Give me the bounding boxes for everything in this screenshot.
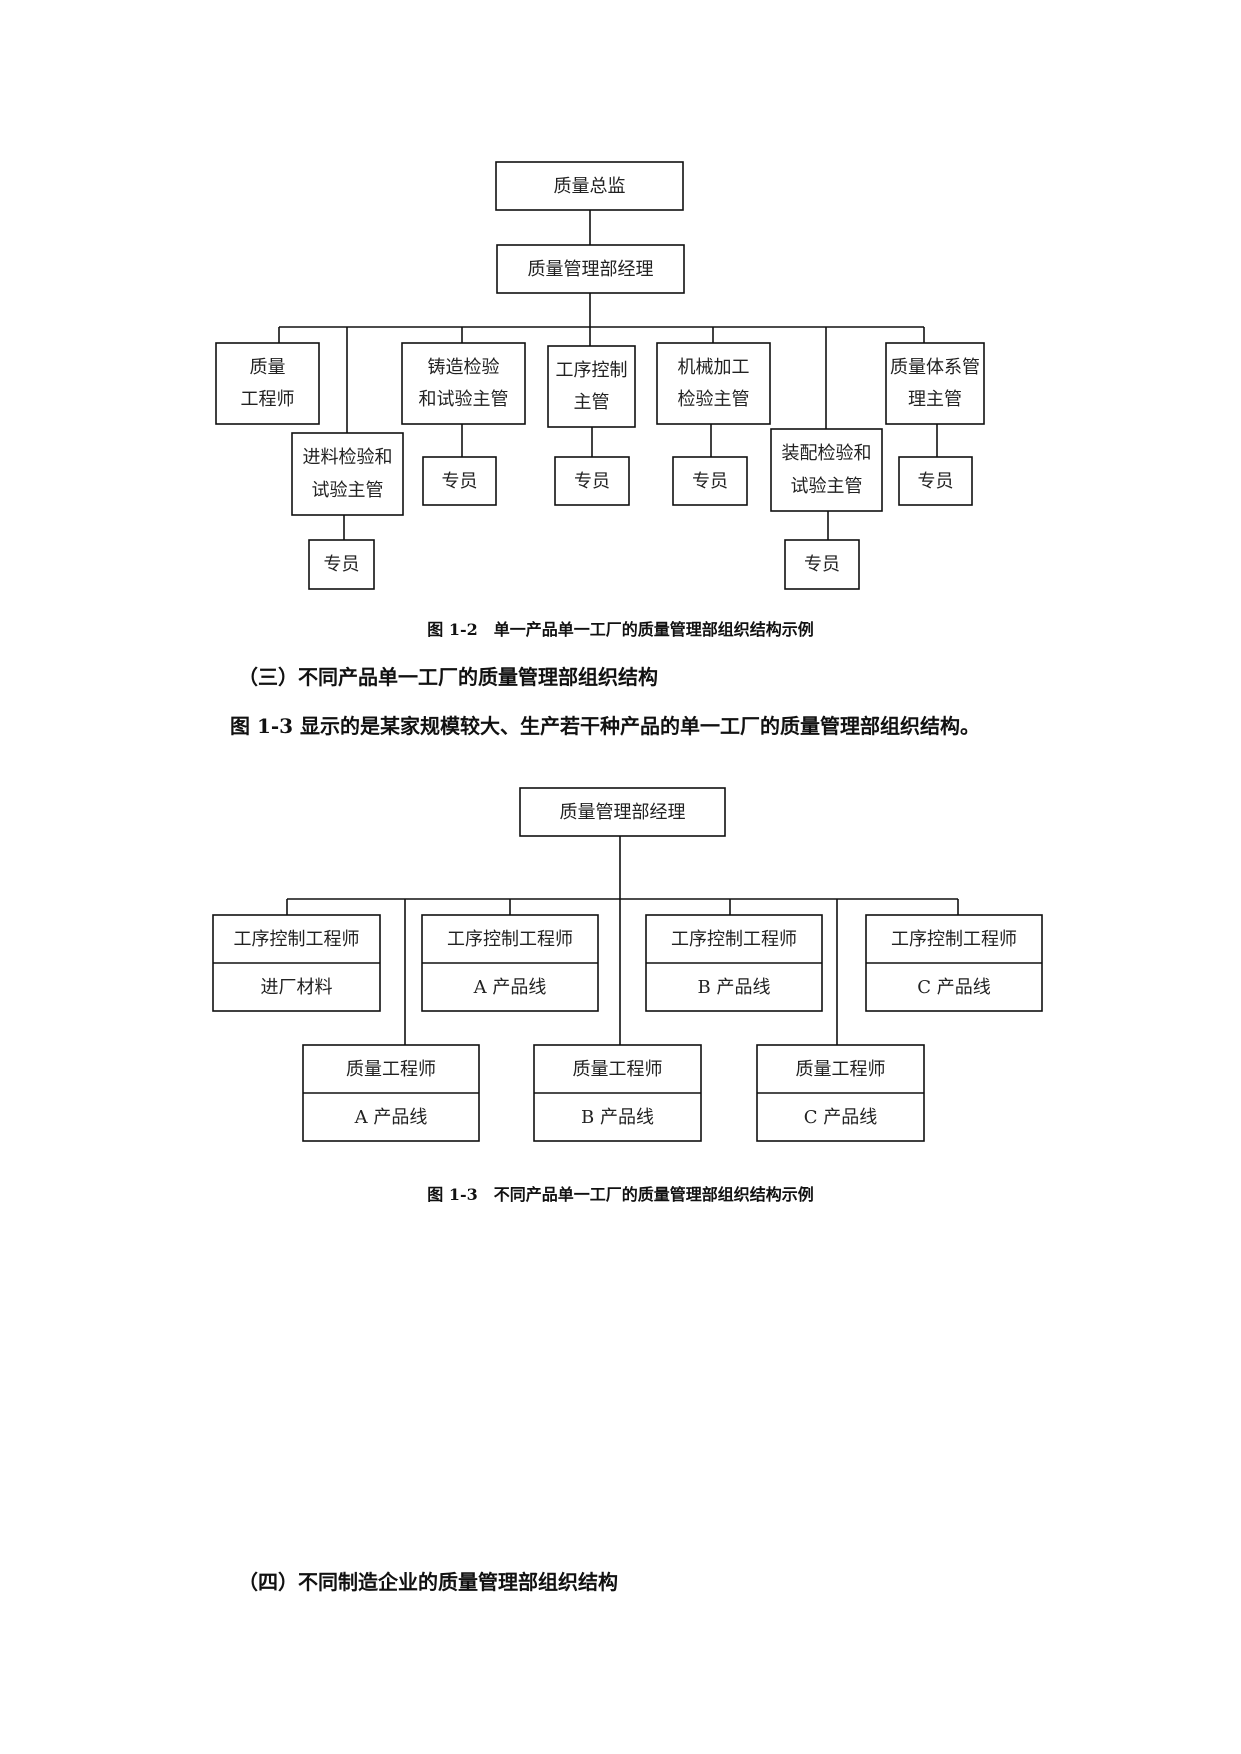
machining-inspection-supervisor-box: 机械加工 检验主管 bbox=[656, 342, 771, 425]
svg-text:机械加工: 机械加工 bbox=[678, 357, 750, 378]
svg-text:工序控制工程师: 工序控制工程师 bbox=[234, 929, 360, 950]
svg-text:进厂材料: 进厂材料 bbox=[261, 977, 333, 998]
manager-box: 质量管理部经理 bbox=[496, 244, 685, 294]
fig12-connectors bbox=[278, 210, 938, 540]
figure-caption: 图 1-2 单一产品单一工厂的质量管理部组织结构示例 bbox=[427, 620, 814, 639]
section-heading: （三）不同产品单一工厂的质量管理部组织结构 bbox=[238, 665, 658, 689]
svg-text:试验主管: 试验主管 bbox=[312, 480, 384, 501]
svg-text:专员: 专员 bbox=[918, 471, 954, 492]
svg-text:质量管理部经理: 质量管理部经理 bbox=[528, 259, 654, 280]
svg-text:进料检验和: 进料检验和 bbox=[303, 447, 393, 468]
svg-text:试验主管: 试验主管 bbox=[791, 476, 863, 497]
svg-text:质量工程师: 质量工程师 bbox=[796, 1059, 886, 1080]
quality-engineer-box: 质量工程师 A 产品线 bbox=[302, 1044, 480, 1142]
specialist-box: 专员 bbox=[784, 539, 860, 590]
svg-text:专员: 专员 bbox=[442, 471, 478, 492]
svg-text:B 产品线: B 产品线 bbox=[581, 1107, 654, 1128]
assembly-inspection-supervisor-box: 装配检验和 试验主管 bbox=[770, 428, 883, 512]
svg-text:A 产品线: A 产品线 bbox=[354, 1107, 428, 1128]
manager-box: 质量管理部经理 bbox=[519, 787, 726, 837]
svg-text:工序控制工程师: 工序控制工程师 bbox=[447, 929, 573, 950]
svg-text:专员: 专员 bbox=[692, 471, 728, 492]
incoming-inspection-supervisor-box: 进料检验和 试验主管 bbox=[291, 432, 404, 516]
quality-engineer-box: 质量工程师 C 产品线 bbox=[756, 1044, 925, 1142]
org-chart-fig-1-2: 质量总监 质量管理部经理 质量 工程师 进料检验和 试验主管 铸造检验 和试验主… bbox=[215, 161, 985, 590]
svg-text:铸造检验: 铸造检验 bbox=[428, 357, 500, 378]
svg-text:主管: 主管 bbox=[574, 392, 610, 413]
svg-text:工序控制工程师: 工序控制工程师 bbox=[891, 929, 1017, 950]
svg-text:质量总监: 质量总监 bbox=[554, 176, 626, 197]
process-engineer-box: 工序控制工程师 B 产品线 bbox=[645, 914, 823, 1012]
director-box: 质量总监 bbox=[495, 161, 684, 211]
casting-inspection-supervisor-box: 铸造检验 和试验主管 bbox=[401, 342, 526, 425]
svg-text:检验主管: 检验主管 bbox=[678, 389, 750, 410]
svg-text:工程师: 工程师 bbox=[241, 389, 295, 410]
specialist-box: 专员 bbox=[308, 539, 375, 590]
svg-text:A 产品线: A 产品线 bbox=[473, 977, 547, 998]
svg-text:工序控制: 工序控制 bbox=[556, 360, 628, 381]
svg-text:专员: 专员 bbox=[324, 554, 360, 575]
svg-text:质量体系管: 质量体系管 bbox=[890, 357, 980, 378]
process-engineer-box: 工序控制工程师 进厂材料 bbox=[212, 914, 381, 1012]
body-paragraph: 图 1-3 显示的是某家规模较大、生产若干种产品的单一工厂的质量管理部组织结构。 bbox=[230, 714, 981, 738]
figure-caption: 图 1-3 不同产品单一工厂的质量管理部组织结构示例 bbox=[427, 1185, 814, 1204]
process-engineer-box: 工序控制工程师 C 产品线 bbox=[865, 914, 1043, 1012]
svg-text:质量: 质量 bbox=[250, 357, 286, 378]
quality-system-supervisor-box: 质量体系管 理主管 bbox=[885, 342, 985, 425]
svg-text:装配检验和: 装配检验和 bbox=[782, 443, 872, 464]
svg-text:专员: 专员 bbox=[804, 554, 840, 575]
specialist-box: 专员 bbox=[422, 456, 497, 506]
svg-text:专员: 专员 bbox=[574, 471, 610, 492]
section-heading: （四）不同制造企业的质量管理部组织结构 bbox=[238, 1570, 618, 1594]
process-control-supervisor-box: 工序控制 主管 bbox=[547, 345, 636, 428]
process-engineer-box: 工序控制工程师 A 产品线 bbox=[421, 914, 599, 1012]
fig13-connectors bbox=[286, 836, 959, 1045]
specialist-box: 专员 bbox=[898, 456, 973, 506]
svg-text:质量工程师: 质量工程师 bbox=[346, 1059, 436, 1080]
quality-engineer-box: 质量工程师 B 产品线 bbox=[533, 1044, 702, 1142]
svg-text:理主管: 理主管 bbox=[908, 389, 962, 410]
svg-text:C 产品线: C 产品线 bbox=[804, 1107, 878, 1128]
specialist-box: 专员 bbox=[672, 456, 748, 506]
svg-text:质量管理部经理: 质量管理部经理 bbox=[560, 802, 686, 823]
org-chart-fig-1-3: 质量管理部经理 工序控制工程师 进厂材料 工序控制工程师 A 产品线 工序控制工… bbox=[212, 787, 1043, 1142]
quality-engineer-box: 质量 工程师 bbox=[215, 342, 320, 425]
svg-text:工序控制工程师: 工序控制工程师 bbox=[671, 929, 797, 950]
specialist-box: 专员 bbox=[554, 456, 630, 506]
svg-text:C 产品线: C 产品线 bbox=[917, 977, 991, 998]
svg-text:质量工程师: 质量工程师 bbox=[573, 1059, 663, 1080]
svg-text:和试验主管: 和试验主管 bbox=[419, 389, 509, 410]
svg-text:B 产品线: B 产品线 bbox=[698, 977, 771, 998]
